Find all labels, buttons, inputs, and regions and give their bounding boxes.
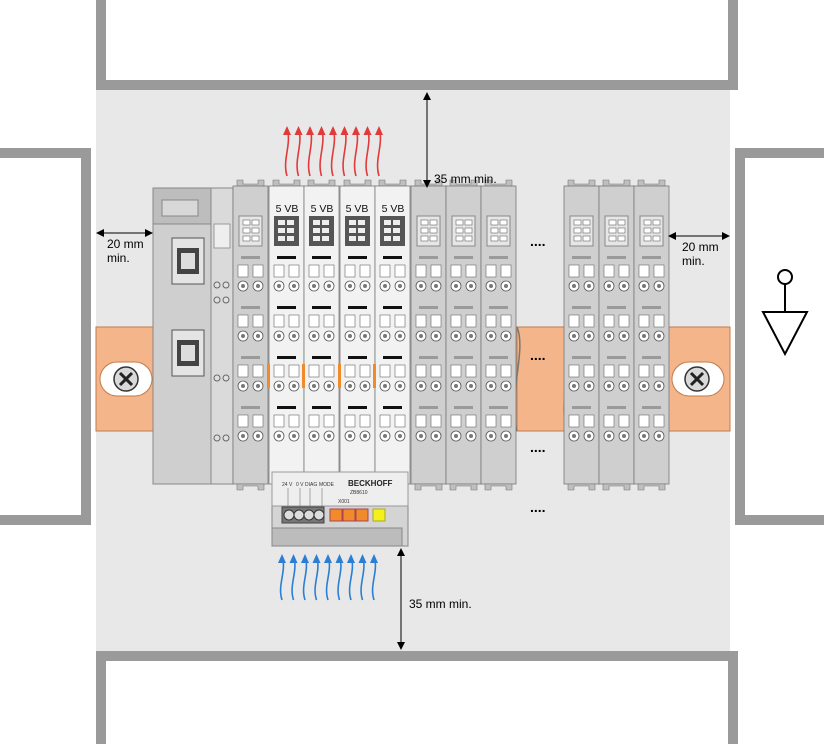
airflow-arrowhead bbox=[358, 554, 367, 563]
terminal-block-powered bbox=[302, 179, 340, 491]
ethernet-port bbox=[171, 237, 205, 285]
airflow-arrowhead bbox=[370, 554, 378, 563]
right-clearance-label: 20 mm bbox=[682, 240, 719, 254]
terminal-block-powered bbox=[373, 179, 411, 491]
status-led bbox=[342, 508, 356, 522]
screw-icon bbox=[113, 366, 139, 392]
connector-label: X001 bbox=[338, 499, 350, 505]
top-duct bbox=[96, 0, 738, 90]
cool-airflow-arrows bbox=[278, 554, 378, 601]
ground-icon bbox=[761, 269, 809, 357]
status-led bbox=[329, 508, 343, 522]
terminal-label-mode: MODE bbox=[319, 482, 335, 488]
airflow-arrowhead bbox=[317, 126, 326, 135]
terminal-blocks bbox=[232, 179, 670, 491]
dimension-top bbox=[423, 92, 431, 188]
din-rail bbox=[95, 326, 731, 432]
left-clearance-label: 20 mm bbox=[107, 237, 144, 251]
right-duct bbox=[735, 148, 824, 525]
terminal-label-5vb: 5 VB bbox=[311, 203, 334, 215]
power-supply-module: 24 V 0 V DIAG MODE BECKHOFF ZB8610 X001 bbox=[271, 471, 409, 547]
ellipsis: .... bbox=[530, 439, 546, 455]
rail-center bbox=[516, 326, 568, 432]
bus-coupler bbox=[152, 187, 234, 485]
airflow-arrowhead bbox=[312, 554, 321, 563]
terminal-block bbox=[410, 179, 447, 491]
airflow-arrowhead bbox=[278, 554, 286, 563]
model-label: ZB8610 bbox=[350, 490, 368, 496]
terminal-label-5vb: 5 VB bbox=[346, 203, 369, 215]
top-clearance-label: 35 mm min. bbox=[434, 172, 497, 186]
terminal-block bbox=[563, 179, 600, 491]
airflow-arrowhead bbox=[375, 126, 383, 135]
terminal-label-24v: 24 V bbox=[282, 482, 293, 488]
airflow-arrowhead bbox=[363, 126, 372, 135]
airflow-arrowhead bbox=[306, 126, 314, 135]
airflow-arrowhead bbox=[294, 126, 303, 135]
terminal-block bbox=[598, 179, 635, 491]
airflow-arrowhead bbox=[335, 554, 344, 563]
terminal-label-0v: 0 V bbox=[296, 482, 304, 488]
terminal-block bbox=[633, 179, 670, 491]
dimension-right bbox=[668, 232, 730, 240]
airflow-arrowhead bbox=[340, 126, 349, 135]
left-duct bbox=[0, 148, 91, 525]
ethernet-port bbox=[171, 329, 205, 377]
terminal-block bbox=[445, 179, 482, 491]
terminal-block bbox=[232, 179, 269, 491]
terminal-label-5vb: 5 VB bbox=[276, 203, 299, 215]
bottom-clearance-label: 35 mm min. bbox=[409, 597, 472, 611]
right-clearance-label-min: min. bbox=[682, 254, 705, 268]
airflow-arrowhead bbox=[352, 126, 360, 135]
screw-icon bbox=[684, 366, 710, 392]
airflow-arrowhead bbox=[329, 126, 337, 135]
left-clearance-label-min: min. bbox=[107, 251, 130, 265]
bottom-duct bbox=[96, 651, 738, 744]
power-labels: 5 VB 5 VB 5 VB 5 VB bbox=[276, 203, 405, 215]
airflow-arrowhead bbox=[324, 554, 332, 563]
ellipsis: .... bbox=[530, 233, 546, 249]
airflow-arrowhead bbox=[289, 554, 298, 563]
warm-airflow-arrows bbox=[283, 126, 383, 177]
airflow-arrowhead bbox=[283, 126, 291, 135]
terminal-block-powered bbox=[267, 179, 305, 491]
brand-label: BECKHOFF bbox=[348, 479, 393, 488]
dimension-left bbox=[96, 229, 153, 237]
terminal-block bbox=[480, 179, 517, 491]
terminal-label-5vb: 5 VB bbox=[382, 203, 405, 215]
status-led bbox=[355, 508, 369, 522]
ellipsis: .... bbox=[530, 499, 546, 515]
dimension-bottom bbox=[397, 548, 405, 650]
airflow-arrowhead bbox=[301, 554, 309, 563]
terminal-block-powered bbox=[338, 179, 376, 491]
status-led bbox=[372, 508, 386, 522]
airflow-arrowhead bbox=[347, 554, 355, 563]
terminal-label-diag: DIAG bbox=[305, 482, 317, 488]
ellipsis: .... bbox=[530, 347, 546, 363]
